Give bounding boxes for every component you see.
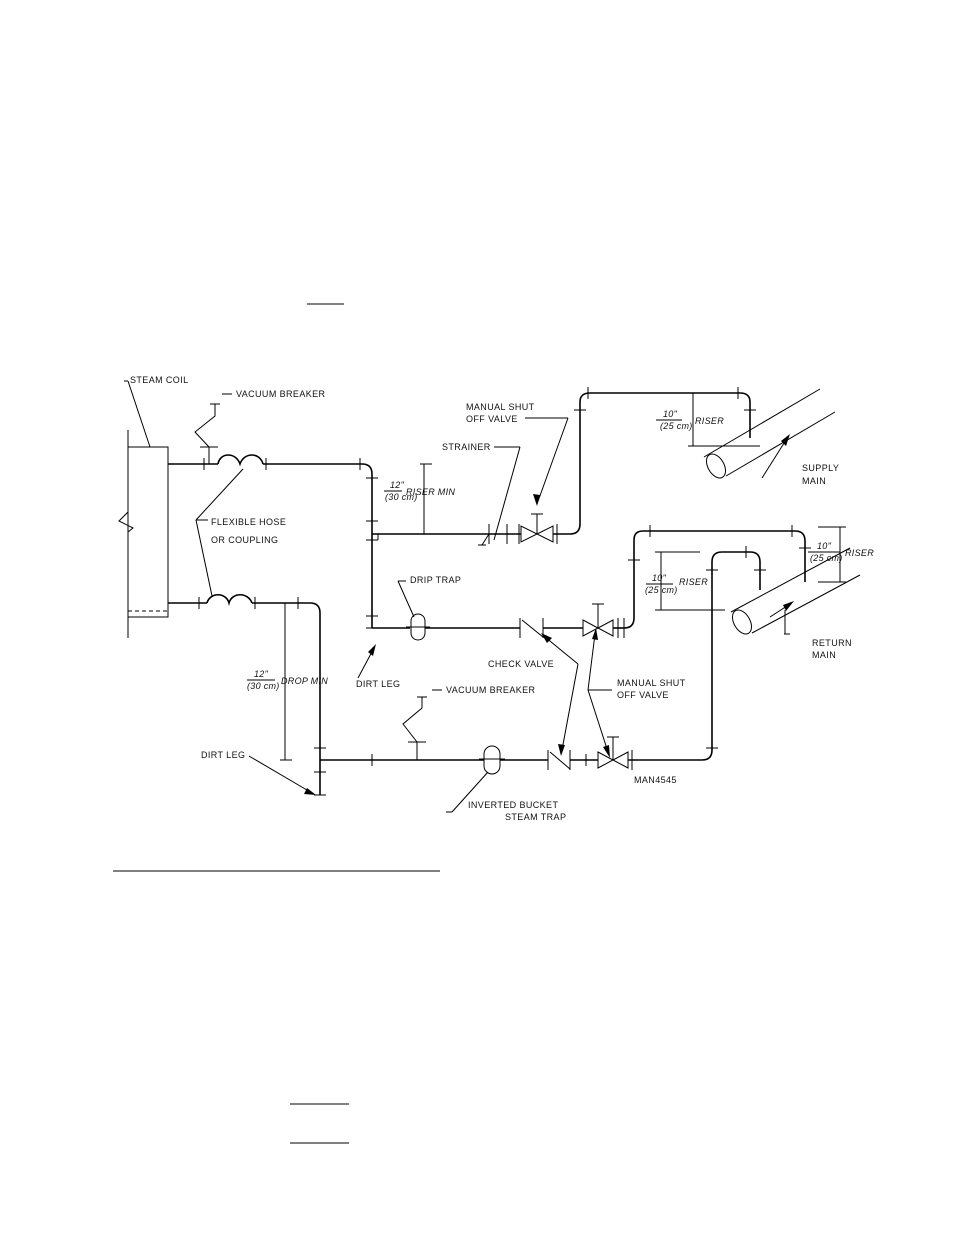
drip-trap-label: DRIP TRAP [410,575,461,585]
supply-main-label: SUPPLY [802,463,839,473]
return-riser-outer-label: RISER [845,548,874,558]
vacuum-breaker-bottom-label: VACUUM BREAKER [446,685,536,695]
manual-shutoff-valve-middle [582,525,811,638]
steam-coil-leader [127,380,151,448]
check-valve-leader-2 [561,663,579,751]
check-valve-leader [544,636,579,665]
steam-coil [118,430,169,638]
manual-shut-bottom-label: MANUAL SHUT [617,678,686,688]
drop-min-dimension [247,602,292,761]
supply-riser-label: RISER [695,416,724,426]
supply-main-leader [761,439,787,479]
manual-shut-top-label: MANUAL SHUT [466,402,535,412]
return-riser-inner-dimension [646,551,725,611]
manual-shutoff-valve-top [520,513,558,544]
return-pipe-lower [168,593,410,796]
dirt-leg-center-label: DIRT LEG [356,679,400,689]
drip-trap-leader [397,580,415,618]
manual-shutoff-valve-bottom [597,736,702,770]
return-riser-outer-dimension [808,526,846,583]
return-main-label: RETURN [812,638,852,648]
strainer-label: STRAINER [442,442,491,452]
inverted-bucket-label-2: STEAM TRAP [505,812,566,822]
flexible-hose-leader-bottom [195,519,213,597]
manual-shut-bottom-label-2: OFF VALVE [617,690,669,700]
return-main-label-2: MAIN [812,650,836,660]
drop-min-metric: (30 cm) [247,681,280,691]
drip-trap [372,613,520,641]
supply-riser-dimension [656,393,760,447]
drawing-number: MAN4545 [634,775,677,785]
check-valve-label: CHECK VALVE [488,659,554,669]
vacuum-breaker-top-label: VACUUM BREAKER [236,389,326,399]
check-valve-bottom [547,750,598,770]
drop-min-label: DROP MIN [281,676,328,686]
return-main [730,547,861,635]
return-riser-outer-metric: (25 cm) [810,553,843,563]
return-riser-inner-label: RISER [679,577,708,587]
inverted-bucket-label: INVERTED BUCKET [468,800,558,810]
return-riser-inner-metric: (25 cm) [645,585,678,595]
riser-min-dimension [384,463,432,535]
manual-shut-bottom-leader-up [587,633,596,691]
dirt-leg-left-leader [248,755,313,794]
return-riser-outer-value: 10" [817,541,832,551]
manual-shut-top-label-2: OFF VALVE [466,414,518,424]
return-riser-inner [701,546,766,761]
strainer-leader [493,446,521,541]
manual-shut-top-leader [536,417,569,505]
flexible-hose-leader-top [195,468,244,521]
supply-riser-metric: (25 cm) [660,421,693,431]
manual-shut-bottom-leader-down [587,689,609,753]
riser-min-value: 12" [390,480,405,490]
inverted-bucket-leader [451,771,489,813]
vacuum-breaker-bottom [402,696,427,760]
flexible-hose-label-2: OR COUPLING [211,535,278,545]
riser-min-label: RISER MIN [406,487,455,497]
return-riser-inner-value: 10" [652,573,667,583]
riser-min-metric: (30 cm) [385,492,418,502]
inverted-bucket-steam-trap [410,745,548,775]
dirt-leg-left-label: DIRT LEG [201,750,245,760]
supply-main-label-2: MAIN [802,476,826,486]
supply-riser-value: 10" [663,409,678,419]
vacuum-breaker-top [194,403,220,464]
flexible-hose-label: FLEXIBLE HOSE [211,517,286,527]
steam-coil-label: STEAM COIL [130,375,189,385]
check-valve-middle [519,618,583,638]
drop-min-value: 12" [254,669,269,679]
